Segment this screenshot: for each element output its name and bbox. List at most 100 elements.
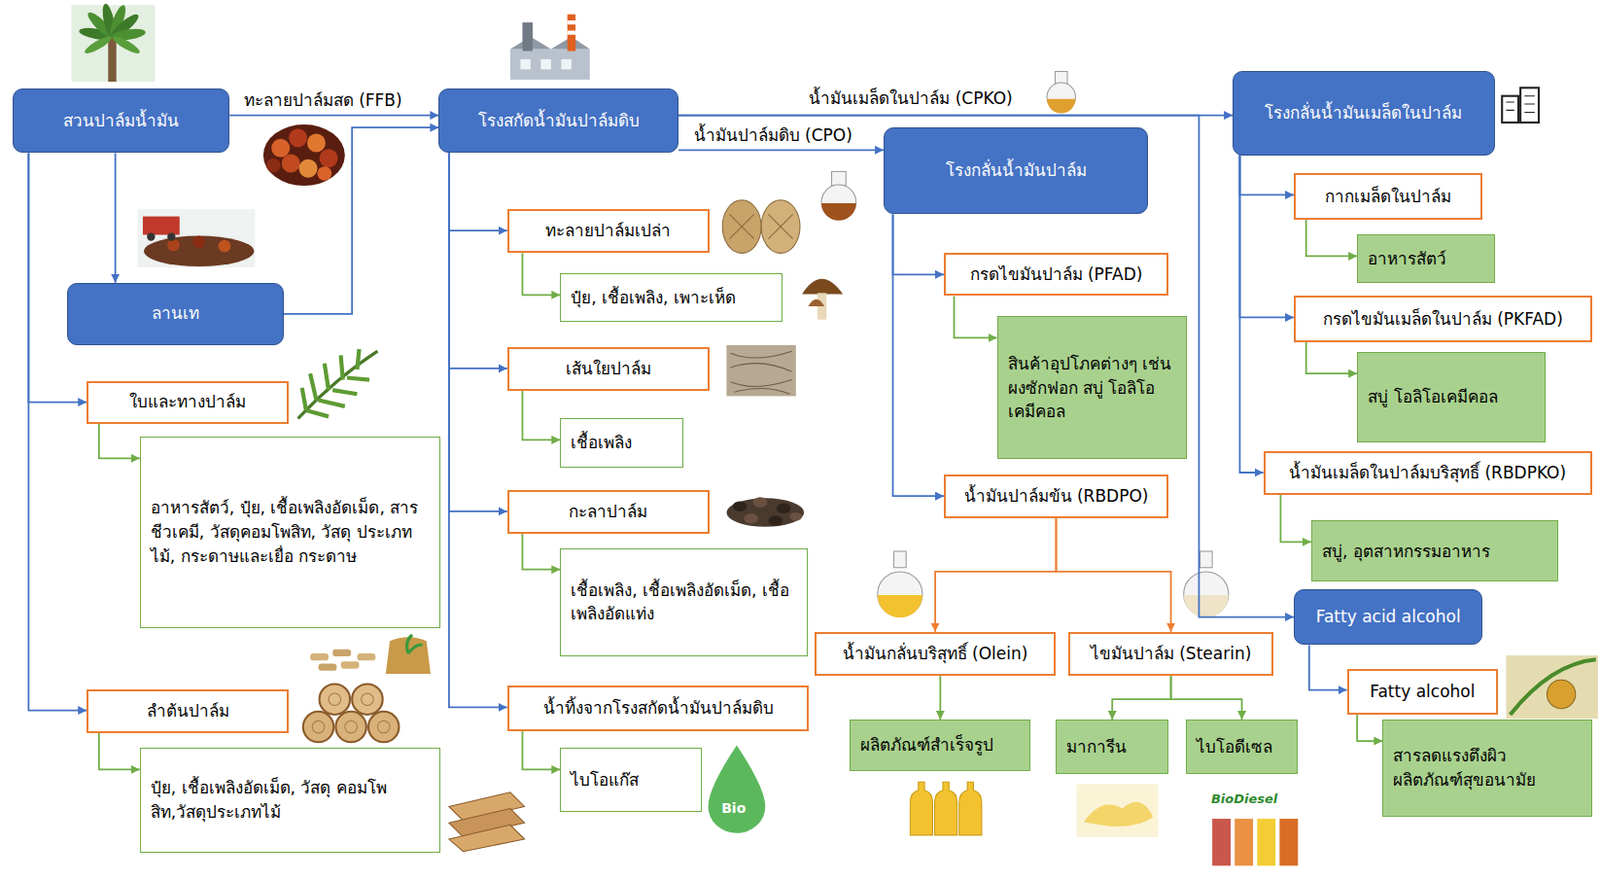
fruit-bunch-icon [307,134,326,153]
fruit-bunch-icon [316,166,332,181]
node-text: ลานเท [151,301,200,326]
product-box: ลำต้นปาล์ม [86,689,289,733]
log-icon [303,711,334,742]
node-text: ใบและทางปาล์ม [129,389,246,415]
node-text: อาหารสัตว์, ปุ๋ย, เชื้อเพลิงอัดเม็ด, สาร… [150,495,431,568]
flow-arrow [521,252,560,295]
node-text: น้ำมันกลั่นบริสุทธิ์ (Olein) [842,641,1029,666]
flow-arrow [521,533,560,570]
log-icon [328,693,342,706]
fatty-alcohol-icon [1505,655,1598,719]
fruit-pile-icon [146,232,155,241]
fruit-bunch-icon [271,139,290,158]
node-text: ไบโอแก๊ส [570,767,639,793]
flow-arrow [1055,518,1171,632]
product-box: Fatty alcohol [1347,668,1498,715]
use-box: สารลดแรงตึงผิว ผลิตภัณฑ์สุขอนามัย [1382,719,1592,817]
factory-icon [510,36,591,50]
empty-bunch-icon [730,213,794,239]
palm-tree-icon [82,34,113,57]
margarine-icon [1076,783,1158,837]
product-box: ไขมันปาล์ม (Stearin) [1068,631,1274,676]
pellet-bag-icon [332,649,351,657]
fiber-icon [726,345,796,396]
flow-arrow [935,518,1056,632]
flow-arrow [954,295,998,338]
flow-arrow [1309,644,1348,690]
flow-arrow [229,114,439,117]
product-box: กรดไขมันปาล์ม (PFAD) [943,252,1169,296]
factory-icon [567,20,576,25]
log-icon [368,711,399,742]
factory-icon [520,59,530,70]
use-box: สินค้าอุปโภคต่างๆ เช่น ผงซักฟอก สบู่ โอล… [997,315,1187,459]
stearin-flask-icon [1183,551,1229,618]
flow-arrow [449,152,508,707]
flow-arrow [28,152,87,402]
fruit-bunch-icon [263,124,346,186]
palm-tree-icon [70,4,155,82]
node-text: ไขมันปาล์ม (Stearin) [1090,641,1253,666]
fruit-pile-icon [218,240,232,253]
olein-flask-icon [877,551,923,618]
node-text: เชื้อเพลิง [570,430,632,455]
facility-box: สวนปาล์มน้ำมัน [12,88,231,153]
facility-box: โรงกลั่นน้ำมันปาล์ม [883,127,1148,214]
node-text: กากเมล็ดในปาล์ม [1324,184,1452,209]
biodiesel-icon [1279,818,1298,866]
flow-arrow [893,213,944,496]
flow-arrow [28,152,87,710]
factory-icon [560,59,571,70]
fiber-icon [726,345,796,396]
fruit-bunch-icon [281,154,301,174]
product-box: น้ำมันเมล็ดในปาล์มบริสุทธิ์ (RBDPKO) [1263,451,1593,495]
shell-icon [732,501,748,512]
flow-arrow [1306,219,1357,257]
fatty-alcohol-icon [1546,679,1575,708]
node-text: ผลิตภัณฑ์สำเร็จรูป [860,732,994,758]
log-icon [351,683,383,714]
shell-icon [767,515,783,525]
node-text: กรดไขมันเมล็ดในปาล์ม (PKFAD) [1322,307,1564,332]
pellet-bag-icon [406,634,422,654]
olein-flask-icon [877,594,923,618]
factory-icon [510,14,591,80]
use-box: ผลิตภัณฑ์สำเร็จรูป [849,719,1031,770]
oil-bottles-icon [909,781,981,835]
node-text: เส้นใยปาล์ม [565,356,652,382]
fatty-alcohol-icon [1510,659,1597,715]
plank-icon [449,824,525,851]
node-text: โรงสกัดน้ำมันปาล์มดิบ [478,108,640,134]
log-icon [303,683,400,742]
flow-arrow [449,152,508,231]
use-list-box: เชื้อเพลิง, เชื้อเพลิงอัดเม็ด, เชื้อเพลิ… [559,548,808,657]
shell-icon [753,496,768,507]
palm-frond-icon [298,348,379,418]
flow-label: น้ำมันปาล์มดิบ (CPO) [691,124,856,146]
shell-icon [743,513,759,523]
facility-box: โรงสกัดน้ำมันปาล์มดิบ [438,88,679,153]
node-text: สินค้าอุปโภคต่างๆ เช่น ผงซักฟอก สบู่ โอล… [1008,351,1177,424]
plank-icon [449,792,525,852]
factory-icon [540,59,551,70]
fruit-pile-icon [192,236,206,249]
use-list-box: ไบโอแก๊ส [559,747,702,811]
fruit-pile-icon [138,208,256,268]
stearin-flask-icon [1183,594,1229,618]
oil-bottles-icon [909,781,933,835]
flow-arrow [449,152,508,368]
node-text: ไบโอดีเซล [1196,734,1273,760]
fruit-bunch-icon [288,128,308,147]
flow-arrow [1356,714,1383,741]
palm-tree-icon [110,34,141,57]
facility-box: ลานเท [67,282,284,346]
oil-flask-icon [1046,99,1076,114]
flow-arrow [893,213,944,275]
node-text: น้ำทิ้งจากโรงสกัดน้ำมันปาล์มดิบ [543,695,774,721]
fruit-bunch-icon [263,124,346,186]
biodiesel-icon [1212,818,1298,866]
use-list-box: ปุ๋ย, เชื้อเพลิง, เพาะเห็ด [559,273,783,321]
oil-flask-icon [821,171,857,220]
flow-label: น้ำมันเมล็ดในปาล์ม (CPKO) [805,87,1015,109]
